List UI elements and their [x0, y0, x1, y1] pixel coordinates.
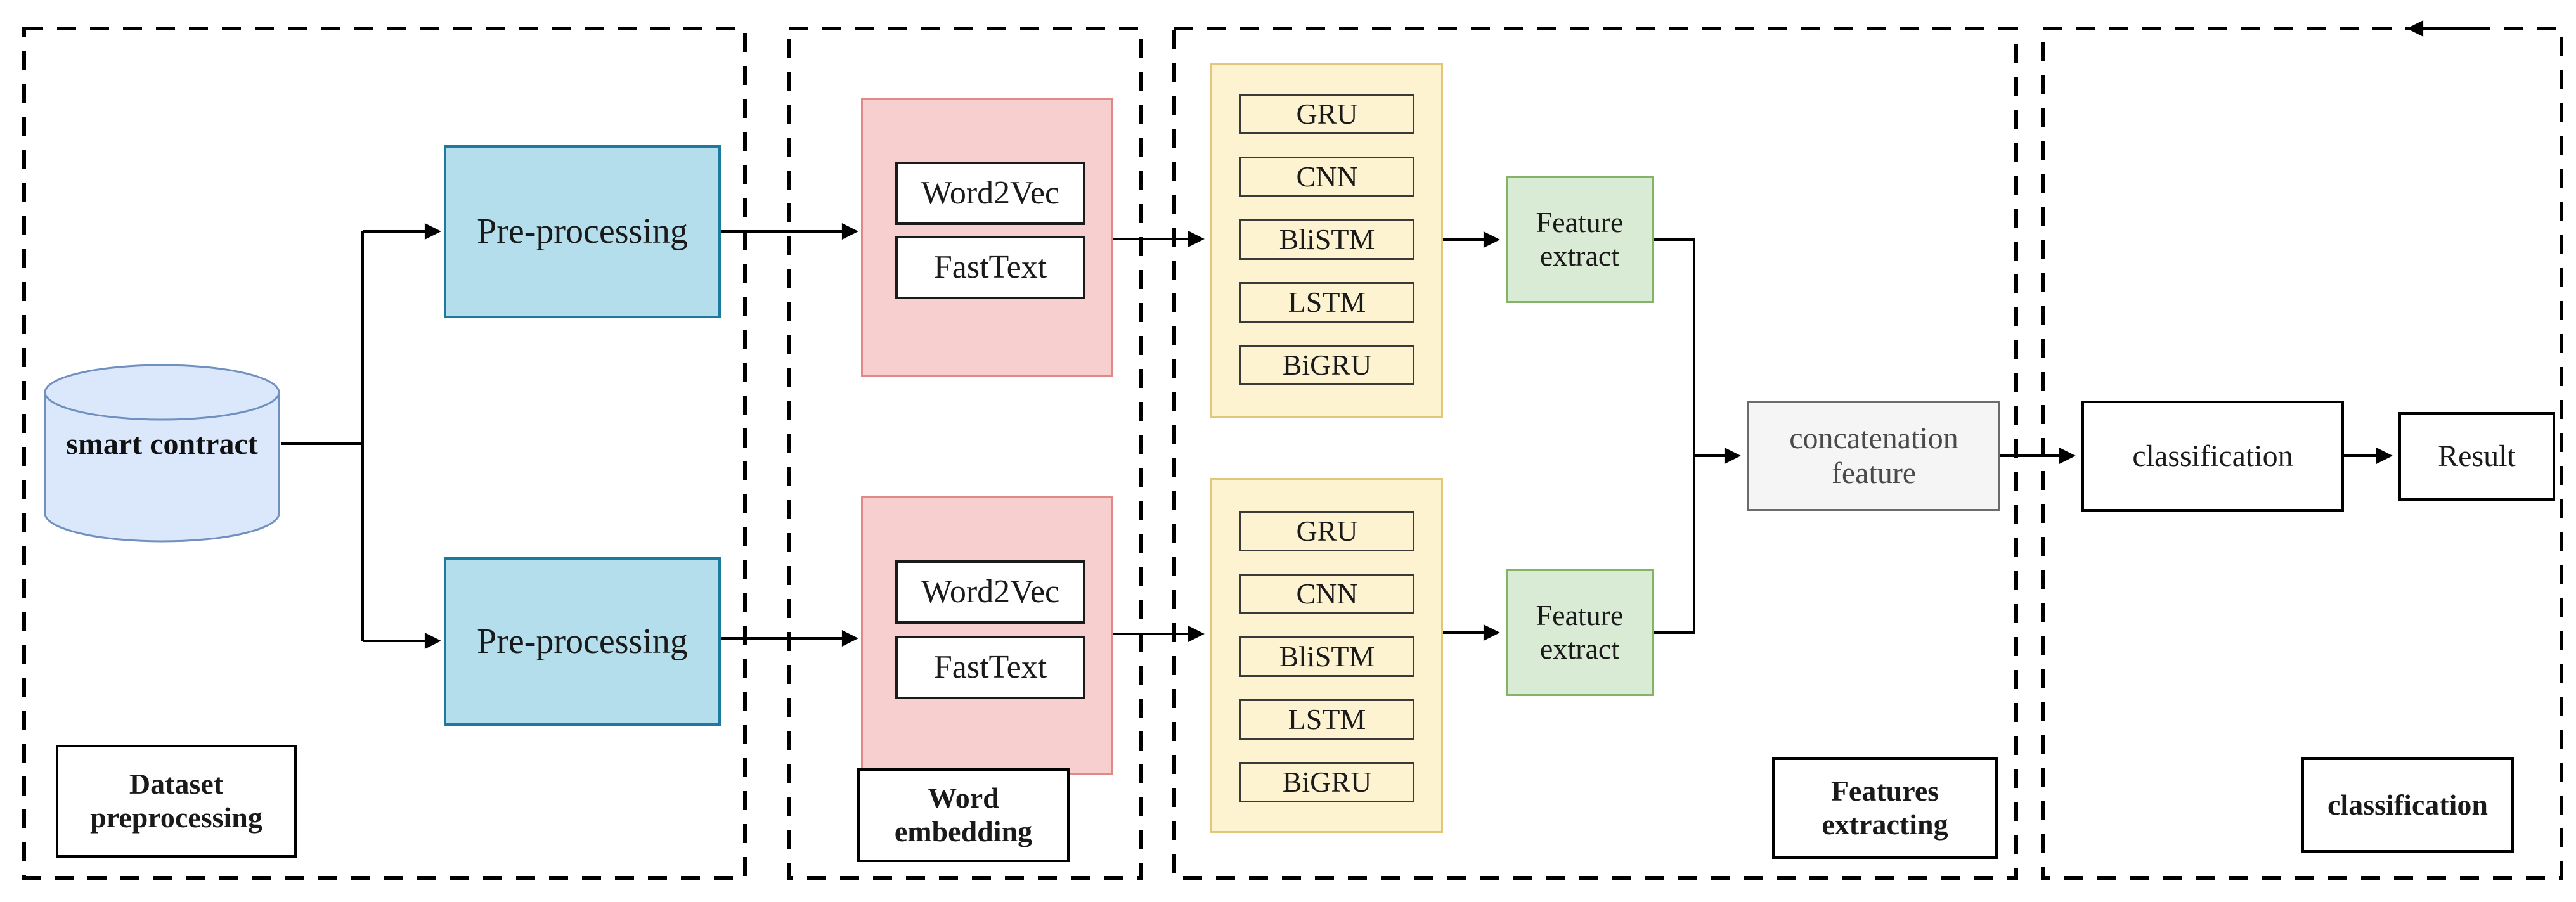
- fasttext-bottom-box: FastText: [895, 636, 1085, 699]
- smart-contract-datastore: smart contract: [43, 352, 281, 543]
- model-blistm-bottom: BliSTM: [1239, 636, 1414, 677]
- word2vec-bottom-box: Word2Vec: [895, 560, 1085, 624]
- section-label-classification: classification: [2301, 757, 2514, 853]
- result-box: Result: [2398, 412, 2555, 501]
- feature-extract-top-box: Feature extract: [1506, 176, 1654, 303]
- connector-feature-extract-top-elbow: [1654, 238, 1695, 456]
- section-label-word-embedding: Word embedding: [857, 768, 1070, 862]
- section-label-dataset-preprocessing: Dataset preprocessing: [56, 745, 297, 858]
- connector-feature-extract-bottom-elbow: [1654, 456, 1695, 634]
- smart-contract-label: smart contract: [66, 427, 258, 461]
- feature-extract-bottom-box: Feature extract: [1506, 569, 1654, 696]
- model-blistm-top: BliSTM: [1239, 219, 1414, 260]
- concatenation-feature-box: concatenation feature: [1747, 401, 2000, 511]
- model-cnn-top: CNN: [1239, 157, 1414, 197]
- fasttext-top-box: FastText: [895, 236, 1085, 299]
- word2vec-top-box: Word2Vec: [895, 162, 1085, 225]
- section-label-features-extracting: Features extracting: [1772, 757, 1998, 859]
- classification-box: classification: [2081, 401, 2344, 512]
- model-gru-bottom: GRU: [1239, 511, 1414, 551]
- model-lstm-top: LSTM: [1239, 282, 1414, 323]
- model-gru-top: GRU: [1239, 94, 1414, 134]
- model-bigru-bottom: BiGRU: [1239, 762, 1414, 802]
- model-bigru-top: BiGRU: [1239, 345, 1414, 385]
- model-lstm-bottom: LSTM: [1239, 699, 1414, 740]
- model-cnn-bottom: CNN: [1239, 574, 1414, 614]
- pre-processing-top-box: Pre-processing: [444, 145, 721, 318]
- pre-processing-bottom-box: Pre-processing: [444, 557, 721, 726]
